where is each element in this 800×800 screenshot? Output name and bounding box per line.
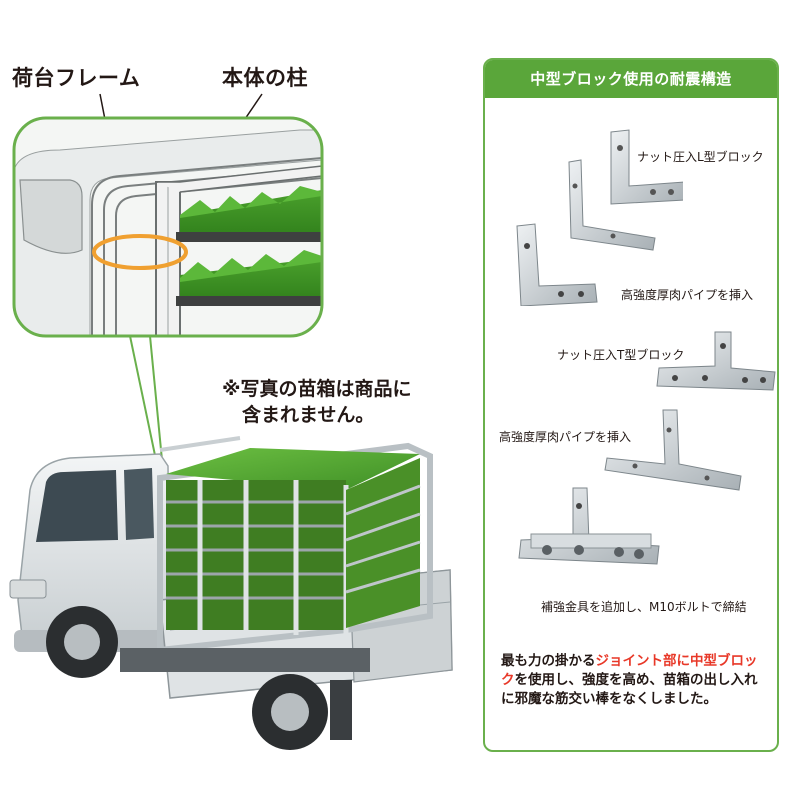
caption-l-block: ナット圧入L型ブロック	[637, 150, 764, 164]
caption-pipe-1: 高強度厚肉パイプを挿入	[621, 288, 754, 302]
description-part1: 最も力の掛かる	[501, 653, 596, 669]
caption-reinforce: 補強金具を追加し、M10ボルトで締結	[541, 600, 747, 614]
seismic-structure-panel: 中型ブロック使用の耐震構造 ナット圧入L型ブロック 高強度厚肉パイプを挿入 ナッ…	[483, 58, 779, 752]
product-note-line2: 含まれません。	[242, 404, 375, 426]
panel-title: 中型ブロック使用の耐震構造	[485, 60, 777, 98]
detail-inset-illustration	[12, 93, 324, 461]
pillar-label: 本体の柱	[222, 66, 308, 90]
t-block-illustration	[656, 331, 776, 391]
caption-t-block: ナット圧入T型ブロック	[557, 348, 685, 362]
product-note-line1: ※写真の苗箱は商品に	[222, 378, 412, 400]
description-highlight: ジョイント部に中型ブロック	[501, 653, 758, 688]
reinforced-joint-illustration	[518, 487, 660, 565]
l-block-illustration	[516, 129, 683, 306]
product-note: ※写真の苗箱は商品に 含まれません。	[222, 376, 411, 428]
truck-photo	[9, 436, 453, 750]
description-part3: を使用し、強度を高め、苗箱の出し入れに邪魔な筋交い棒をなくしました。	[501, 672, 758, 707]
frame-label: 荷台フレーム	[12, 66, 141, 90]
t-pipe-illustration	[604, 409, 742, 491]
caption-pipe-2: 高強度厚肉パイプを挿入	[499, 430, 632, 444]
panel-description: 最も力の掛かるジョイント部に中型ブロックを使用し、強度を高め、苗箱の出し入れに邪…	[501, 652, 763, 709]
